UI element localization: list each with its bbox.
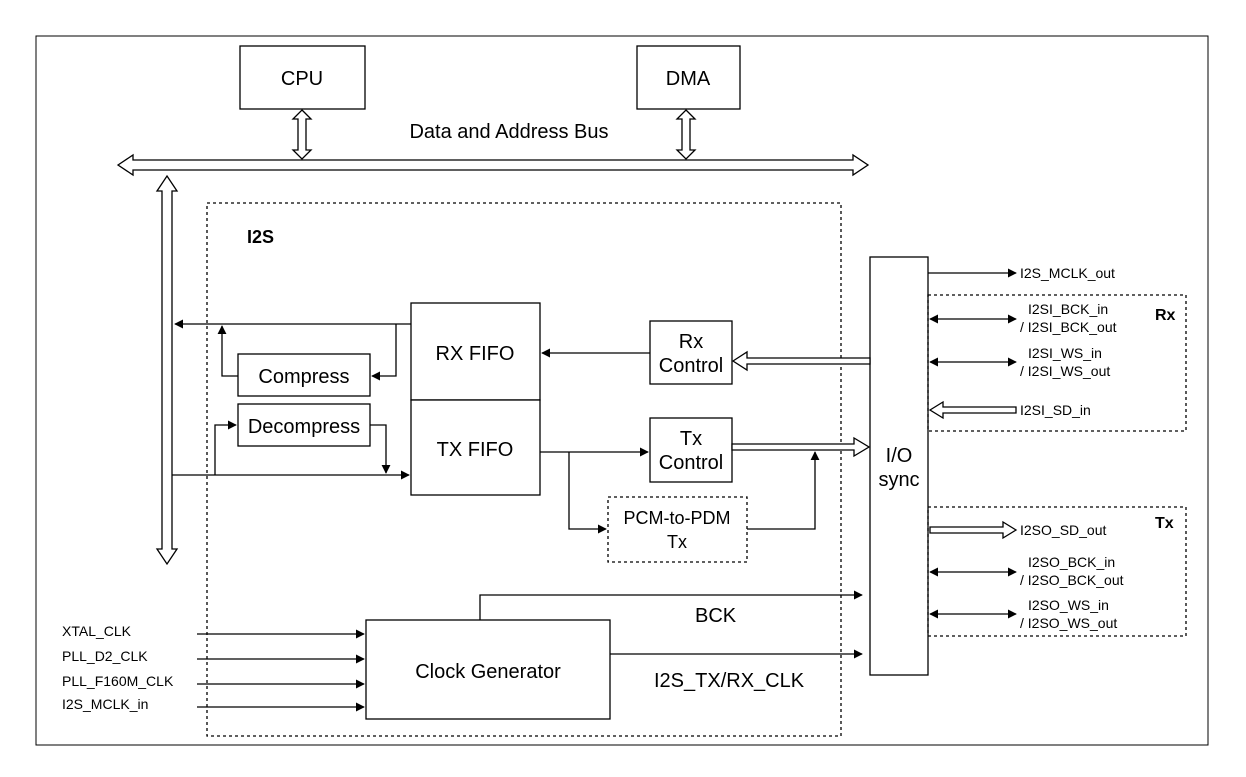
tx-control-to-io-sync xyxy=(731,436,871,458)
clock-generator-label: Clock Generator xyxy=(415,661,561,683)
rx-sd-in-arrow xyxy=(928,400,1017,420)
rx-group-label: Rx xyxy=(1155,307,1176,324)
rx-control-label-1: Rx xyxy=(679,331,703,353)
tx-fifo-block xyxy=(410,399,541,496)
io-sync-label-2: sync xyxy=(878,469,919,491)
rx-bck-label-1: I2SI_BCK_in xyxy=(1028,301,1108,317)
cpu-bus-arrow xyxy=(291,109,313,160)
data-address-bus xyxy=(116,153,870,177)
io-sync-label-1: I/O xyxy=(886,445,913,467)
clock-input-label: PLL_F160M_CLK xyxy=(62,673,174,689)
bus-to-decompress xyxy=(214,420,237,475)
pcm-to-pdm-label-2: Tx xyxy=(667,532,687,552)
i2s-region xyxy=(206,202,842,737)
pcm-to-pdm-block xyxy=(607,496,748,563)
tx-fifo-label: TX FIFO xyxy=(437,439,514,461)
tx-control-label-2: Control xyxy=(659,452,723,474)
rx-control-label-2: Control xyxy=(659,355,723,377)
clock-input-label: PLL_D2_CLK xyxy=(62,648,148,664)
tx-bck-label-2: / I2SO_BCK_out xyxy=(1020,572,1124,588)
bck-label: BCK xyxy=(695,605,737,627)
rx-bck-label-2: / I2SI_BCK_out xyxy=(1020,319,1117,335)
rx-fifo-to-compress xyxy=(371,324,397,381)
dma-block xyxy=(636,45,741,110)
tx-sd-out-arrow xyxy=(929,520,1018,540)
tx-control-block xyxy=(649,417,733,483)
i2s-txrx-clk-label: I2S_TX/RX_CLK xyxy=(654,670,805,692)
cpu-label: CPU xyxy=(281,68,323,90)
mclk-out-label: I2S_MCLK_out xyxy=(1020,265,1115,281)
tx-bck-label-1: I2SO_BCK_in xyxy=(1028,554,1115,570)
outer-frame xyxy=(35,35,1209,746)
tx-control-label-1: Tx xyxy=(680,428,702,450)
i2s-title: I2S xyxy=(247,227,274,247)
rx-sd-label: I2SI_SD_in xyxy=(1020,402,1091,418)
compress-block xyxy=(237,353,371,397)
clock-input-label: I2S_MCLK_in xyxy=(62,696,148,712)
io-sync-block xyxy=(869,256,929,676)
rx-fifo-label: RX FIFO xyxy=(436,343,515,365)
io-sync-to-rx-control xyxy=(731,350,871,372)
dma-bus-arrow xyxy=(675,109,697,160)
dma-label: DMA xyxy=(666,68,711,90)
tx-ws-label-2: / I2SO_WS_out xyxy=(1020,615,1117,631)
tx-ws-label-1: I2SO_WS_in xyxy=(1028,597,1109,613)
clock-input-label: XTAL_CLK xyxy=(62,623,132,639)
vertical-bus xyxy=(155,174,179,566)
compress-label: Compress xyxy=(258,366,349,388)
pcm-to-pdm-label-1: PCM-to-PDM xyxy=(624,508,731,528)
rx-ws-label-2: / I2SI_WS_out xyxy=(1020,363,1110,379)
tx-fifo-to-pcm-pdm xyxy=(568,452,607,534)
clock-generator-block xyxy=(365,619,611,720)
cpu-block xyxy=(239,45,366,110)
tx-group-label: Tx xyxy=(1155,515,1174,532)
clock-input-list: XTAL_CLK PLL_D2_CLK PLL_F160M_CLK I2S_MC… xyxy=(62,623,365,712)
rx-control-block xyxy=(649,320,733,385)
compress-to-bus xyxy=(217,325,238,377)
pcm-pdm-to-io-sync xyxy=(747,451,820,530)
bus-label: Data and Address Bus xyxy=(409,121,608,143)
decompress-label: Decompress xyxy=(248,416,360,438)
decompress-block xyxy=(237,403,371,447)
tx-signal-group xyxy=(927,506,1187,637)
decompress-to-tx-fifo xyxy=(370,424,391,474)
rx-signal-group xyxy=(927,294,1187,432)
bck-line xyxy=(479,590,863,620)
tx-sd-label: I2SO_SD_out xyxy=(1020,522,1106,538)
rx-ws-label-1: I2SI_WS_in xyxy=(1028,345,1102,361)
